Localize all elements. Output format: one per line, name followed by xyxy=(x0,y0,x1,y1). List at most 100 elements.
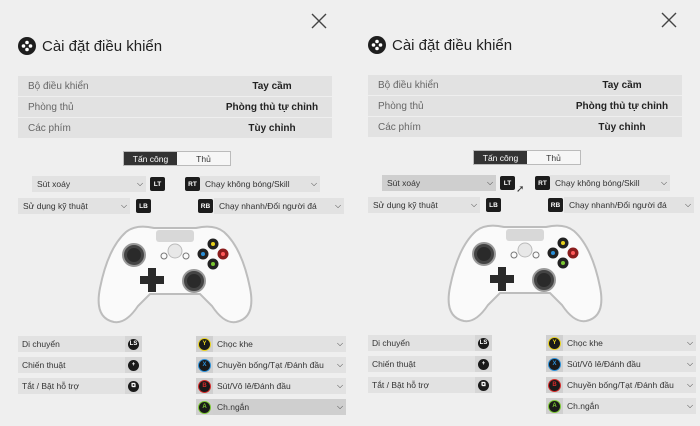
rt-action-dropdown[interactable]: Chạy không bóng/Skill ⌵ xyxy=(200,176,320,192)
dropdown-value: Sử dụng kỹ thuật xyxy=(373,200,438,210)
chevron-down-icon: ⌵ xyxy=(336,360,344,369)
dropdown-value: Ch.ngắn xyxy=(217,402,250,412)
rb-action-dropdown[interactable]: Chạy nhanh/Đổi người đá⌵ xyxy=(214,198,344,214)
dropdown-value: Sút xoáy xyxy=(37,179,71,189)
chevron-down-icon: ⌵ xyxy=(310,179,318,188)
summary-value: Tùy chỉnh xyxy=(248,122,296,134)
close-button[interactable] xyxy=(658,9,680,31)
page-title-group: Cài đặt điều khiển xyxy=(368,36,512,54)
dropdown-value: Sử dụng kỹ thuật xyxy=(23,201,88,211)
summary-value: Phòng thủ tự chỉnh xyxy=(575,100,669,112)
tab-attack[interactable]: Tấn công xyxy=(124,152,177,165)
left-control-row: Chiến thuật + xyxy=(368,356,492,372)
left-stick-icon: LS xyxy=(128,338,139,350)
chevron-down-icon: ⌵ xyxy=(686,380,694,389)
dropdown-value: Chạy không bóng/Skill xyxy=(205,179,290,189)
dropdown-value: Chạy nhanh/Đổi người đá xyxy=(569,200,667,210)
button-x-dropdown[interactable]: X Sút/Vô lê/Đánh đầu ⌵ xyxy=(546,356,696,372)
chevron-down-icon: ⌵ xyxy=(336,339,344,348)
rt-button-icon: RT xyxy=(535,176,550,190)
control-label: Di chuyển xyxy=(372,338,410,348)
lt-button-icon: LT xyxy=(150,177,165,191)
rb-action-dropdown[interactable]: Chạy nhanh/Đổi người đá ⌵ xyxy=(564,197,694,213)
page-title-group: Cài đặt điều khiển xyxy=(18,37,162,55)
lb-action-dropdown[interactable]: Sử dụng kỹ thuật ⌵ xyxy=(368,197,480,213)
chevron-down-icon: ⌵ xyxy=(686,359,694,368)
tab-defense[interactable]: Thủ xyxy=(177,152,230,165)
dpad-icon: + xyxy=(478,358,489,370)
chevron-down-icon: ⌵ xyxy=(684,200,692,209)
rt-button-icon: RT xyxy=(185,177,200,191)
close-button[interactable] xyxy=(308,10,330,32)
button-y-icon: Y xyxy=(199,338,210,350)
close-icon xyxy=(661,12,677,28)
lt-button-icon: LT xyxy=(500,176,515,190)
chevron-down-icon: ⌵ xyxy=(336,402,344,411)
button-b-dropdown[interactable]: B Chuyền bống/Tạt /Đánh đầu ⌵ xyxy=(546,377,696,393)
lb-action-dropdown[interactable]: Sử dụng kỹ thuật ⌵ xyxy=(18,198,130,214)
chevron-down-icon: ⌵ xyxy=(486,178,494,187)
chevron-down-icon: ⌵ xyxy=(334,201,342,210)
left-stick-icon: LS xyxy=(478,337,489,349)
lt-action-dropdown[interactable]: Sút xoáy ⌵ xyxy=(32,176,146,192)
chevron-down-icon: ⌵ xyxy=(686,401,694,410)
page-title: Cài đặt điều khiển xyxy=(42,37,163,55)
button-a-dropdown[interactable]: A Ch.ngắn ⌵ xyxy=(196,399,346,415)
chevron-down-icon: ⌵ xyxy=(686,338,694,347)
dropdown-value: Sút/Vô lê/Đánh đầu xyxy=(217,381,291,391)
tab-attack[interactable]: Tấn công xyxy=(474,151,527,164)
button-b-icon: B xyxy=(549,379,560,391)
left-control-row: Tắt / Bật hỗ trợ⧉ xyxy=(18,378,142,394)
summary-value: Tùy chỉnh xyxy=(598,121,646,133)
gamepad-icon xyxy=(368,36,386,54)
left-control-row: Di chuyển LS xyxy=(18,336,142,352)
control-label: Di chuyển xyxy=(22,339,60,349)
lb-button-icon: LB xyxy=(136,199,151,213)
dropdown-value: Chạy không bóng/Skill xyxy=(555,178,640,188)
lb-button-icon: LB xyxy=(486,198,501,212)
button-x-icon: X xyxy=(549,358,560,370)
chevron-down-icon: ⌵ xyxy=(660,178,668,187)
summary-label: Bộ điều khiển xyxy=(28,80,89,92)
summary-label: Bộ điều khiển xyxy=(378,79,439,91)
rt-action-dropdown[interactable]: Chạy không bóng/Skill ⌵ xyxy=(550,175,670,191)
dropdown-value: Chuyền bống/Tạt /Đánh đầu xyxy=(217,360,324,370)
lt-action-dropdown[interactable]: Sút xoáy⌵ xyxy=(382,175,496,191)
summary-label: Phòng thủ xyxy=(378,100,424,112)
tab-defense[interactable]: Thủ xyxy=(527,151,580,164)
dropdown-value: Chọc khe xyxy=(567,338,603,348)
button-x-dropdown[interactable]: X Chuyền bống/Tạt /Đánh đầu ⌵ xyxy=(196,357,346,373)
button-a-icon: A xyxy=(199,401,210,413)
left-control-row: Tắt / Bật hỗ trợ⧉ xyxy=(368,377,492,393)
controller xyxy=(96,218,254,331)
close-icon xyxy=(311,13,327,29)
chevron-down-icon: ⌵ xyxy=(120,201,128,210)
button-x-icon: X xyxy=(199,359,210,371)
left-control-row: Di chuyển LS xyxy=(368,335,492,351)
control-label: Chiến thuật xyxy=(372,359,416,369)
controller-illustration xyxy=(97,225,253,324)
summary-label: Phòng thủ xyxy=(28,101,74,113)
chevron-down-icon: ⌵ xyxy=(136,179,144,188)
dropdown-value: Chuyền bống/Tạt /Đánh đầu xyxy=(567,380,674,390)
dpad-icon: + xyxy=(128,359,139,371)
dropdown-value: Sút/Vô lê/Đánh đầu xyxy=(567,359,641,369)
summary-row[interactable]: Phòng thủ Phòng thủ tự chỉnh xyxy=(368,96,682,116)
controller xyxy=(446,217,604,330)
chevron-down-icon: ⌵ xyxy=(470,200,478,209)
